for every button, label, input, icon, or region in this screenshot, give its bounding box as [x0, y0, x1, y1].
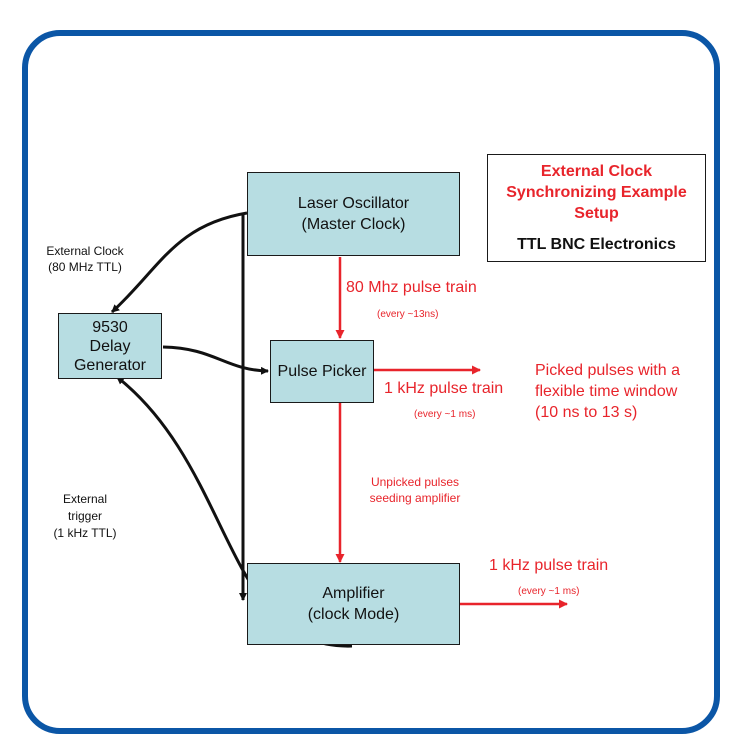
external-trigger-line-1: External — [62, 492, 108, 506]
every-1ms-picker-label: (every ~1 ms) — [414, 409, 476, 420]
picked-pulses-label: Picked pulses with a flexible time windo… — [535, 360, 680, 423]
amplifier-label-line-2: (clock Mode) — [307, 606, 400, 623]
external-trigger-label: External trigger (1 kHz TTL) — [40, 491, 130, 542]
every-1ms-amp-label: (every ~1 ms) — [518, 586, 580, 597]
picked-line-3: (10 ns to 13 s) — [535, 404, 638, 421]
amplifier-label-line-1: Amplifier — [322, 585, 385, 602]
amplifier-box: Amplifier (clock Mode) — [247, 563, 460, 645]
delay-to-picker-curve — [162, 345, 269, 375]
laser-label-line-1: Laser Oscillator — [297, 195, 410, 212]
delay-label-line-2: Delay — [89, 337, 131, 355]
delay-generator-box: 9530 Delay Generator — [58, 313, 162, 379]
title-heading-line-1: External Clock — [540, 163, 653, 180]
external-clock-line-1: External Clock — [46, 244, 124, 258]
title-heading-line-3: Setup — [574, 205, 619, 222]
external-clock-curve — [110, 211, 248, 314]
picker-label: Pulse Picker — [277, 363, 367, 380]
every-13ns-label: (every ~13ns) — [377, 309, 439, 320]
external-trigger-line-2: trigger — [67, 509, 102, 523]
unpicked-line-2: seeding amplifier — [369, 491, 461, 505]
company-name: TTL BNC Electronics — [517, 236, 676, 253]
external-clock-line-2: (80 MHz TTL) — [48, 260, 122, 274]
unpicked-pulses-label: Unpicked pulses seeding amplifier — [358, 474, 472, 506]
title-box: External Clock Synchronizing Example Set… — [487, 154, 706, 262]
laser-label-line-2: (Master Clock) — [301, 216, 406, 233]
train-1khz-picker-label: 1 kHz pulse train — [384, 380, 504, 397]
delay-label-line-1: 9530 — [92, 318, 128, 336]
delay-label-line-3: Generator — [73, 356, 147, 374]
train-80mhz-label: 80 Mhz pulse train — [346, 279, 477, 296]
pulse-picker-box: Pulse Picker — [270, 340, 374, 403]
external-trigger-line-3: (1 kHz TTL) — [53, 526, 117, 540]
unpicked-line-1: Unpicked pulses — [370, 475, 460, 489]
picked-line-1: Picked pulses with a — [535, 362, 680, 379]
picked-line-2: flexible time window — [535, 383, 678, 400]
train-1khz-amp-label: 1 kHz pulse train — [489, 557, 609, 574]
title-heading-line-2: Synchronizing Example — [506, 184, 687, 201]
laser-oscillator-box: Laser Oscillator (Master Clock) — [247, 172, 460, 256]
diagram-frame — [22, 30, 720, 734]
external-clock-label: External Clock (80 MHz TTL) — [35, 243, 135, 275]
